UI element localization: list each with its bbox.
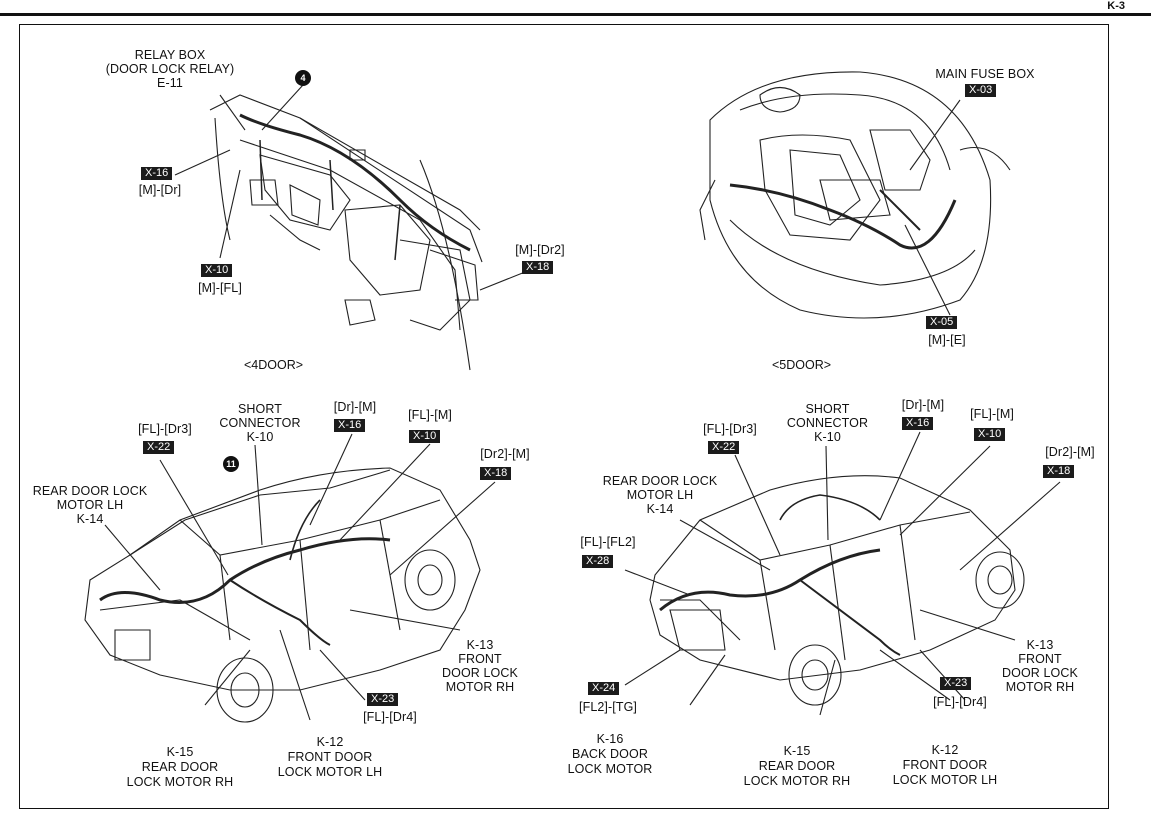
- k14-code-4door: K-14: [76, 512, 104, 526]
- x10-connector-tag-4door: X-10: [409, 430, 441, 443]
- k12-label-4door-line1: FRONT DOOR: [287, 750, 373, 764]
- x10-connector-tag: X-10: [201, 264, 233, 277]
- relay-box-sublabel: (DOOR LOCK RELAY): [105, 62, 235, 76]
- fl-m-desc-5door: [FL]-[M]: [970, 407, 1014, 421]
- x18-connector-desc: [M]-[Dr2]: [515, 243, 565, 257]
- k16-code-5door: K-16: [596, 732, 624, 746]
- k15-code-5door: K-15: [783, 744, 811, 758]
- k13-label-4door-line1: FRONT: [458, 652, 502, 666]
- k16-label-5door-line2: LOCK MOTOR: [567, 762, 653, 776]
- k13-code-4door: K-13: [466, 638, 494, 652]
- k12-label-5door-line2: LOCK MOTOR LH: [892, 773, 998, 787]
- x24-connector-desc-5door: [FL2]-[TG]: [579, 700, 637, 714]
- short-connector-label-5door-line1: SHORT: [805, 402, 850, 416]
- x16-connector-desc: [M]-[Dr]: [138, 183, 182, 197]
- fl-dr3-desc-5door: [FL]-[Dr3]: [703, 422, 757, 436]
- engine-bay-5door-drawing: [699, 71, 1011, 319]
- sedan-4door-drawing: [84, 433, 496, 723]
- x05-connector-desc: [M]-[E]: [928, 333, 966, 347]
- hatchback-5door-drawing: [624, 431, 1061, 716]
- k15-code-4door: K-15: [166, 745, 194, 759]
- k15-label-4door-line2: LOCK MOTOR RH: [126, 775, 234, 789]
- x23-connector-desc-4door: [FL]-[Dr4]: [363, 710, 417, 724]
- k14-label-4door-line1: REAR DOOR LOCK: [32, 484, 148, 498]
- k12-code-5door: K-12: [931, 743, 959, 757]
- k14-label-4door-line2: MOTOR LH: [56, 498, 124, 512]
- header-rule: [0, 13, 1151, 16]
- short-connector-label-4door-line1: SHORT: [237, 402, 283, 416]
- k15-label-4door-line1: REAR DOOR: [141, 760, 219, 774]
- main-fuse-box-label: MAIN FUSE BOX: [935, 67, 1035, 81]
- k13-code-5door: K-13: [1026, 638, 1054, 652]
- fl-dr3-desc-4door: [FL]-[Dr3]: [138, 422, 192, 436]
- callout-badge-4: 4: [295, 70, 311, 86]
- fl-m-desc-4door: [FL]-[M]: [408, 408, 452, 422]
- x10-connector-desc: [M]-[FL]: [198, 281, 242, 295]
- k15-label-5door-line1: REAR DOOR: [758, 759, 836, 773]
- short-connector-label-5door-line2: CONNECTOR: [786, 416, 869, 430]
- x16-connector-tag-4door: X-16: [334, 419, 366, 432]
- callout-badge-11: 11: [223, 456, 239, 472]
- k12-label-4door-line2: LOCK MOTOR LH: [277, 765, 383, 779]
- k16-label-5door-line1: BACK DOOR: [572, 747, 648, 761]
- x23-connector-desc-5door: [FL]-[Dr4]: [933, 695, 987, 709]
- x03-connector-tag: X-03: [965, 84, 997, 97]
- dr2-m-desc-4door: [Dr2]-[M]: [480, 447, 530, 461]
- k14-code-5door: K-14: [646, 502, 674, 516]
- k12-label-5door-line1: FRONT DOOR: [902, 758, 988, 772]
- x18-connector-tag-4door: X-18: [480, 467, 512, 480]
- x16-connector-tag: X-16: [141, 167, 173, 180]
- x22-connector-tag-4door: X-22: [143, 441, 175, 454]
- k12-code-4door: K-12: [316, 735, 344, 749]
- x28-connector-tag-5door: X-28: [582, 555, 614, 568]
- k13-label-5door-line3: MOTOR RH: [1005, 680, 1075, 694]
- x18-connector-tag-5door: X-18: [1043, 465, 1075, 478]
- k14-label-5door-line1: REAR DOOR LOCK: [602, 474, 718, 488]
- x23-connector-tag-4door: X-23: [367, 693, 399, 706]
- fl-fl2-desc-5door: [FL]-[FL2]: [580, 535, 636, 549]
- x10-connector-tag-5door: X-10: [974, 428, 1006, 441]
- x22-connector-tag-5door: X-22: [708, 441, 740, 454]
- short-connector-label-4door-line2: CONNECTOR: [219, 416, 301, 430]
- x24-connector-tag-5door: X-24: [588, 682, 620, 695]
- dr2-m-desc-5door: [Dr2]-[M]: [1045, 445, 1095, 459]
- x05-connector-tag: X-05: [926, 316, 958, 329]
- relay-box-label: RELAY BOX: [134, 48, 206, 62]
- page-number: K-3: [1107, 0, 1125, 12]
- caption-4door: <4DOOR>: [244, 358, 304, 372]
- x16-connector-tag-5door: X-16: [902, 417, 934, 430]
- dr-m-desc-5door: [Dr]-[M]: [901, 398, 945, 412]
- k13-label-4door-line3: MOTOR RH: [445, 680, 515, 694]
- x23-connector-tag-5door: X-23: [940, 677, 972, 690]
- dashboard-4door-drawing: [209, 94, 483, 371]
- k13-label-5door-line1: FRONT: [1018, 652, 1062, 666]
- relay-box-code: E-11: [157, 76, 183, 90]
- k13-label-5door-line2: DOOR LOCK: [1002, 666, 1078, 680]
- k15-label-5door-line2: LOCK MOTOR RH: [743, 774, 851, 788]
- x18-connector-tag: X-18: [522, 261, 554, 274]
- dr-m-desc-4door: [Dr]-[M]: [333, 400, 377, 414]
- short-connector-code-4door: K-10: [246, 430, 274, 444]
- caption-5door: <5DOOR>: [772, 358, 832, 372]
- k14-label-5door-line2: MOTOR LH: [626, 488, 694, 502]
- k13-label-4door-line2: DOOR LOCK: [442, 666, 518, 680]
- diagram-frame: [19, 24, 1109, 809]
- short-connector-code-5door: K-10: [814, 430, 841, 444]
